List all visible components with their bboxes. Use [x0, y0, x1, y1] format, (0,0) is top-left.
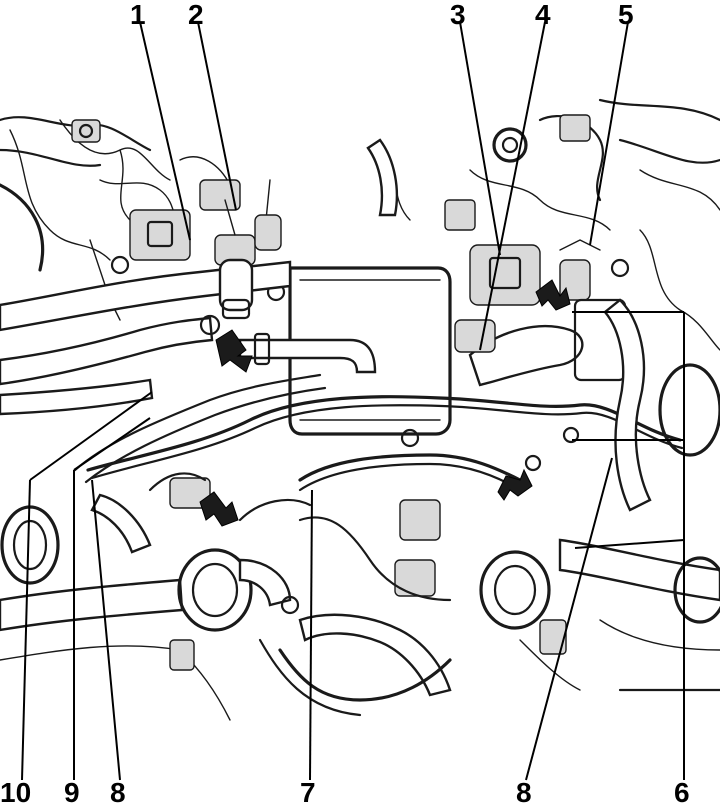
leader-10 — [21, 479, 31, 781]
callout-10: 10 — [0, 777, 31, 806]
callout-9: 9 — [64, 777, 80, 806]
callout-labels: 1 2 3 4 5 10 9 8 7 8 6 — [0, 0, 690, 806]
callout-5: 5 — [618, 0, 634, 30]
leader-10b — [29, 391, 153, 481]
engine-drawing — [0, 98, 720, 721]
callout-3: 3 — [450, 0, 466, 30]
arrow-left-upper — [215, 329, 253, 373]
callout-2: 2 — [188, 0, 204, 30]
leader-1 — [139, 21, 191, 241]
throttle-body-area — [169, 498, 720, 721]
leader-4 — [479, 21, 546, 351]
leader-7 — [309, 489, 313, 781]
leader-2 — [197, 21, 237, 211]
leader-lines — [21, 21, 685, 781]
arrow-left-lower — [199, 491, 239, 527]
leader-6c — [574, 539, 685, 549]
leader-8-left — [91, 479, 121, 781]
valve-assembly-2 — [214, 179, 282, 320]
arrow-right-lower — [497, 468, 533, 501]
callout-8-right: 8 — [516, 777, 532, 806]
leader-3 — [459, 21, 501, 256]
plenum-hose-left — [199, 314, 377, 374]
valve-assembly-right — [454, 239, 627, 472]
callout-6: 6 — [674, 777, 690, 806]
callout-1: 1 — [130, 0, 146, 30]
leader-9b — [73, 417, 151, 471]
leader-5 — [589, 21, 629, 246]
leader-8-right — [525, 457, 613, 781]
fuel-lines — [86, 395, 684, 492]
callout-7: 7 — [300, 777, 316, 806]
lower-left-components — [0, 472, 211, 661]
callout-8-left: 8 — [110, 777, 126, 806]
right-hoses — [558, 298, 720, 624]
arrow-right-upper — [535, 279, 571, 311]
callout-4: 4 — [535, 0, 551, 30]
connection-arrows — [199, 279, 571, 527]
upper-right-components — [366, 98, 720, 351]
